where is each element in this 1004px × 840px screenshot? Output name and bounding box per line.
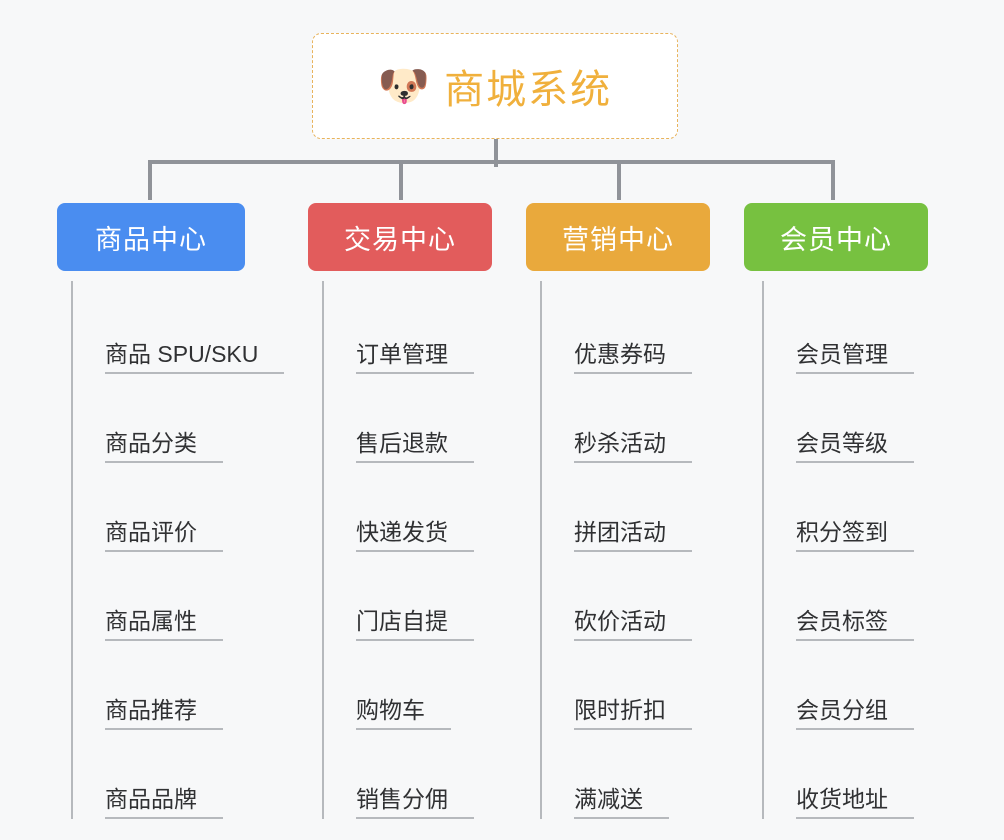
branch-spine-3: 优惠券码 秒杀活动 拼团活动 砍价活动 限时折扣 满减送 [540, 281, 710, 819]
connector-horizontal-bus [148, 160, 835, 164]
root-node-label: 商城系统 [444, 68, 613, 112]
connector-drop-2 [399, 160, 403, 200]
connector-drop-4 [831, 160, 835, 200]
leaf-item[interactable]: 销售分佣 [324, 730, 492, 819]
leaf-label: 商品推荐 [105, 696, 197, 723]
leaf-item[interactable]: 收货地址 [764, 730, 928, 819]
connector-drop-3 [617, 160, 621, 200]
leaf-item[interactable]: 门店自提 [324, 552, 492, 641]
dog-face-icon: 🐶 [377, 61, 431, 110]
connector-root-stem [494, 139, 498, 167]
leaf-label: 商品 SPU/SKU [105, 340, 259, 367]
leaf-item[interactable]: 砍价活动 [542, 552, 710, 641]
leaf-item[interactable]: 商品推荐 [73, 641, 245, 730]
leaf-label: 会员等级 [796, 429, 888, 456]
branch-header-1[interactable]: 商品中心 [57, 203, 245, 271]
leaf-item[interactable]: 会员标签 [764, 552, 928, 641]
leaf-item[interactable]: 快递发货 [324, 463, 492, 552]
leaf-item[interactable]: 会员等级 [764, 374, 928, 463]
leaf-item[interactable]: 会员管理 [764, 285, 928, 374]
branch-column-1: 商品中心 商品 SPU/SKU 商品分类 商品评价 商品属性 商品推荐 商品品牌 [57, 203, 285, 819]
root-node[interactable]: 🐶 商城系统 [312, 33, 678, 139]
leaf-label: 商品分类 [105, 429, 197, 456]
branch-header-label: 营销中心 [562, 224, 674, 255]
leaf-item[interactable]: 优惠券码 [542, 285, 710, 374]
leaf-item[interactable]: 限时折扣 [542, 641, 710, 730]
branch-spine-4: 会员管理 会员等级 积分签到 会员标签 会员分组 收货地址 [762, 281, 928, 819]
leaf-label: 秒杀活动 [574, 429, 666, 456]
leaf-label: 商品评价 [105, 518, 197, 545]
leaf-label: 购物车 [356, 696, 425, 723]
leaf-label: 售后退款 [356, 429, 448, 456]
leaf-label: 会员管理 [796, 340, 888, 367]
leaf-item[interactable]: 订单管理 [324, 285, 492, 374]
branch-header-label: 商品中心 [95, 224, 207, 255]
leaf-label: 快递发货 [356, 518, 448, 545]
leaf-label: 商品品牌 [105, 785, 197, 812]
leaf-label: 优惠券码 [574, 340, 666, 367]
leaf-label: 订单管理 [356, 340, 448, 367]
leaf-label: 销售分佣 [356, 785, 448, 812]
leaf-item[interactable]: 售后退款 [324, 374, 492, 463]
leaf-label: 限时折扣 [574, 696, 666, 723]
leaf-label: 积分签到 [796, 518, 888, 545]
connector-drop-1 [148, 160, 152, 200]
leaf-item[interactable]: 商品 SPU/SKU [73, 285, 285, 374]
branch-column-3: 营销中心 优惠券码 秒杀活动 拼团活动 砍价活动 限时折扣 满减送 [526, 203, 710, 819]
branch-spine-2: 订单管理 售后退款 快递发货 门店自提 购物车 销售分佣 [322, 281, 492, 819]
leaf-item[interactable]: 商品品牌 [73, 730, 245, 819]
branch-column-4: 会员中心 会员管理 会员等级 积分签到 会员标签 会员分组 收货地址 [744, 203, 928, 819]
leaf-label: 商品属性 [105, 607, 197, 634]
leaf-label: 拼团活动 [574, 518, 666, 545]
leaf-item[interactable]: 购物车 [324, 641, 492, 730]
branch-column-2: 交易中心 订单管理 售后退款 快递发货 门店自提 购物车 销售分佣 [308, 203, 492, 819]
leaf-item[interactable]: 商品属性 [73, 552, 245, 641]
leaf-item[interactable]: 拼团活动 [542, 463, 710, 552]
branch-header-label: 交易中心 [344, 224, 456, 255]
leaf-label: 满减送 [574, 785, 643, 812]
branch-header-2[interactable]: 交易中心 [308, 203, 492, 271]
leaf-item[interactable]: 满减送 [542, 730, 710, 819]
leaf-item[interactable]: 秒杀活动 [542, 374, 710, 463]
leaf-label: 砍价活动 [574, 607, 666, 634]
leaf-label: 门店自提 [356, 607, 448, 634]
leaf-item[interactable]: 商品评价 [73, 463, 245, 552]
branch-header-4[interactable]: 会员中心 [744, 203, 928, 271]
branch-header-label: 会员中心 [780, 224, 892, 255]
leaf-item[interactable]: 积分签到 [764, 463, 928, 552]
leaf-label: 收货地址 [796, 785, 888, 812]
leaf-label: 会员分组 [796, 696, 888, 723]
leaf-item[interactable]: 会员分组 [764, 641, 928, 730]
leaf-label: 会员标签 [796, 607, 888, 634]
branch-spine-1: 商品 SPU/SKU 商品分类 商品评价 商品属性 商品推荐 商品品牌 [71, 281, 285, 819]
branch-header-3[interactable]: 营销中心 [526, 203, 710, 271]
leaf-item[interactable]: 商品分类 [73, 374, 245, 463]
